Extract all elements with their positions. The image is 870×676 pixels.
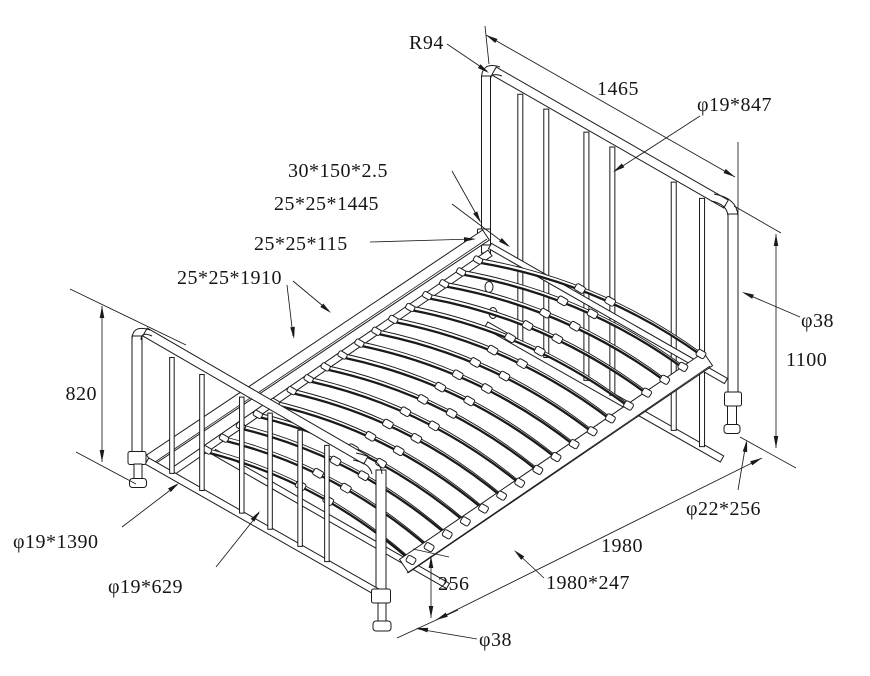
dimension-labels: R94 1465 φ19*847 30*150*2.5 25*25*1445 2… <box>13 32 834 651</box>
dim-connector-tube: 25*25*115 <box>254 233 348 255</box>
dim-headboard-height: 1100 <box>786 349 827 371</box>
dim-headboard-spindle: φ19*847 <box>697 94 772 116</box>
dim-corner-radius: R94 <box>409 32 444 54</box>
dim-leg-tube: φ22*256 <box>686 498 761 520</box>
dim-rail-floor-height: 256 <box>438 573 470 595</box>
dim-footboard-height: 820 <box>66 383 98 405</box>
dim-side-panel: 1980*247 <box>546 572 630 594</box>
dim-foot-diameter: φ38 <box>479 629 512 651</box>
dim-bed-length: 1980 <box>601 535 643 557</box>
dim-footboard-spindle: φ19*629 <box>108 576 183 598</box>
dim-side-rail-profile: 30*150*2.5 <box>288 160 388 182</box>
bed-frame-geometry <box>69 25 801 640</box>
dim-post-diameter: φ38 <box>801 310 834 332</box>
dim-slat-rail-tube: 25*25*1910 <box>177 267 282 289</box>
dim-head-cross-tube: 25*25*1445 <box>274 193 379 215</box>
dim-headboard-width: 1465 <box>597 78 639 100</box>
dim-footboard-bottom-tube: φ19*1390 <box>13 531 99 553</box>
